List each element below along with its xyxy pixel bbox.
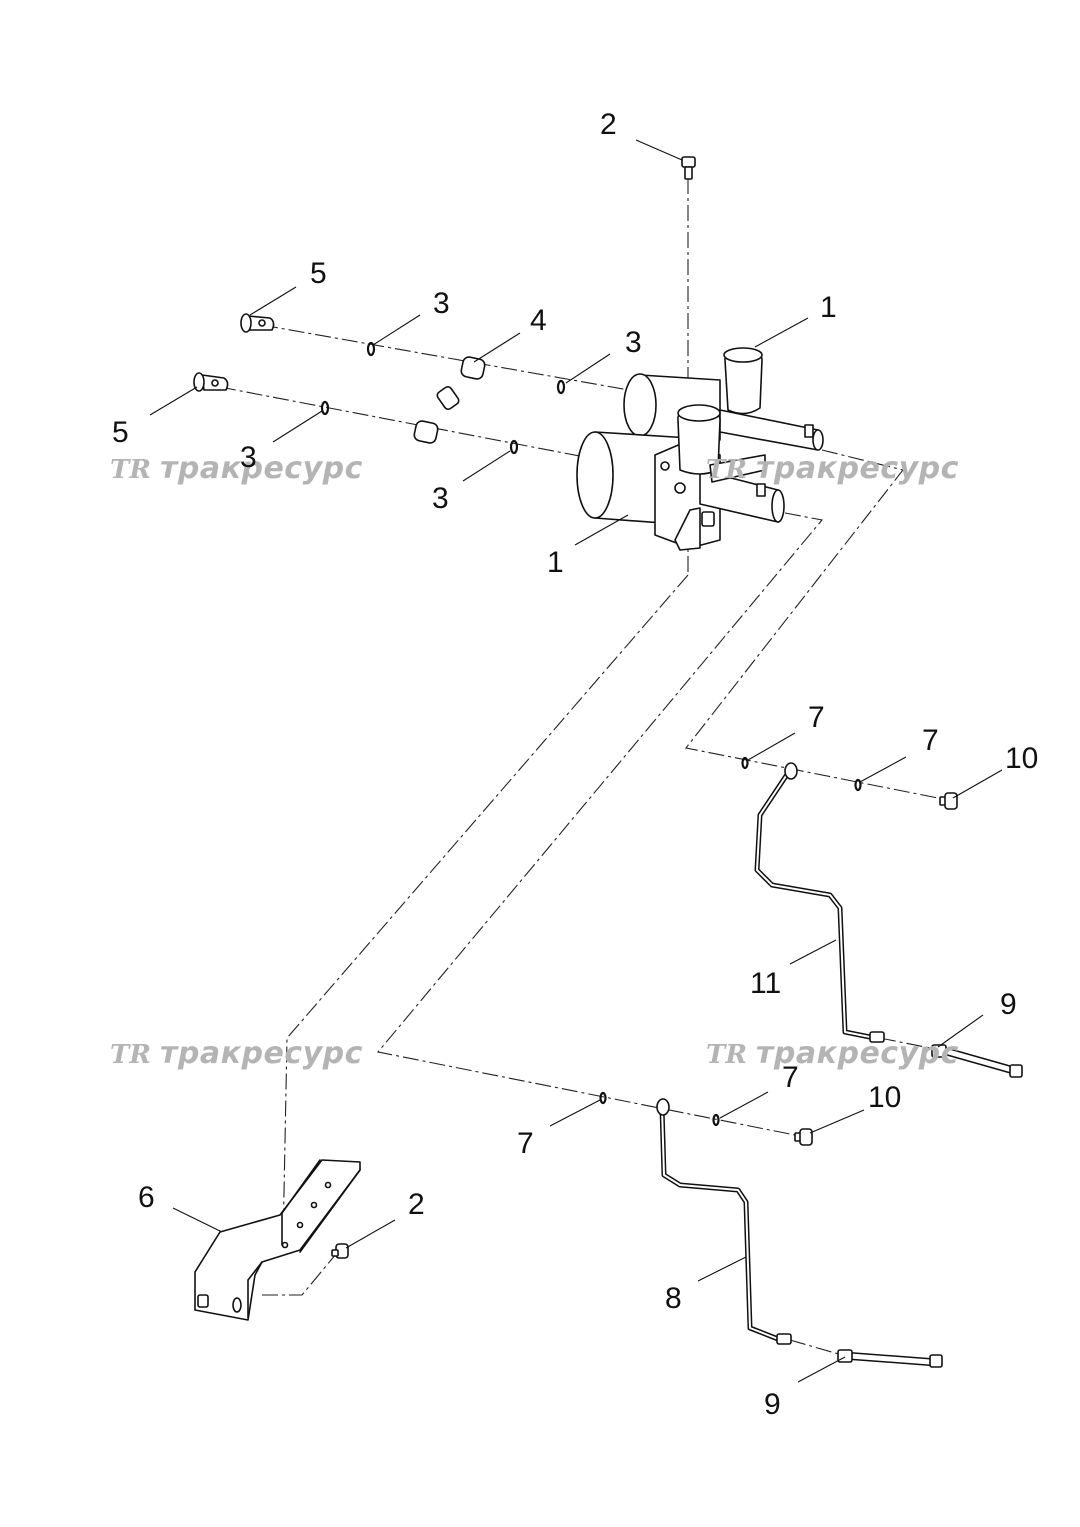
hose-lower xyxy=(837,1349,943,1368)
callout-link-rod: 4 xyxy=(530,304,547,337)
axis-hose-lower xyxy=(789,1339,843,1356)
callout-brake-chamber-lower: 1 xyxy=(547,546,564,579)
callout-labels: 2 5 3 4 3 1 5 3 3 1 7 7 10 11 9 7 10 7 6… xyxy=(112,108,1038,1421)
callout-pin-upper: 5 xyxy=(310,257,327,290)
watermark-top-left: TR тракресурс xyxy=(110,451,363,486)
banjo-bolt-lower xyxy=(794,1128,813,1146)
callout-bolt-bracket: 2 xyxy=(408,1188,425,1221)
watermark-bottom-right: TR тракресурс xyxy=(706,1036,959,1071)
pin-lower xyxy=(193,372,229,392)
washer-lower-left xyxy=(599,1091,607,1105)
axis-chamber-to-bracket xyxy=(282,574,689,1246)
watermark-logo: TR xyxy=(110,455,151,485)
watermark-logo: TR xyxy=(706,455,747,485)
watermark-logo: TR xyxy=(706,1040,747,1070)
bolt-top xyxy=(681,156,696,180)
pin-upper xyxy=(240,313,275,333)
oring-set xyxy=(320,341,566,455)
callout-bracket: 6 xyxy=(138,1181,155,1214)
axis-pin-upper xyxy=(261,324,641,393)
callout-oring-lower-right: 3 xyxy=(432,482,449,515)
brake-chamber-upper xyxy=(623,347,824,451)
oring-lower-right xyxy=(509,439,519,455)
axis-pin-lower xyxy=(219,386,591,459)
callout-hose-lower: 9 xyxy=(764,1388,781,1421)
axis-bracket-bolt xyxy=(262,1253,337,1296)
oring-upper-left xyxy=(366,341,376,357)
watermark-text: тракресурс xyxy=(756,451,959,486)
tube-lower xyxy=(656,1098,792,1345)
hose-upper xyxy=(931,1044,1023,1078)
axis-upper-port xyxy=(685,449,949,801)
washer-set xyxy=(599,756,862,1127)
brake-chamber-lower xyxy=(576,404,785,551)
callout-washer-upper-left: 7 xyxy=(808,701,825,734)
callout-oring-upper-right: 3 xyxy=(625,326,642,359)
callout-banjo-bolt-lower: 10 xyxy=(868,1081,901,1114)
callout-pin-lower: 5 xyxy=(112,416,129,449)
bolt-bracket xyxy=(331,1243,349,1259)
oring-lower-left xyxy=(320,400,330,416)
callout-banjo-bolt-upper: 10 xyxy=(1005,742,1038,775)
bracket xyxy=(194,1159,361,1321)
callout-tube-upper: 11 xyxy=(750,967,781,1000)
callout-oring-lower-left: 3 xyxy=(240,441,257,474)
banjo-bolt-upper xyxy=(939,792,958,810)
axis-lower-port xyxy=(376,512,824,1139)
washer-lower-right xyxy=(712,1113,720,1127)
callout-washer-upper-right: 7 xyxy=(922,724,939,757)
leader-lines xyxy=(149,139,1003,1383)
washer-upper-left xyxy=(741,756,749,770)
link-rod xyxy=(413,356,486,444)
watermark-bottom-left: TR тракресурс xyxy=(110,1036,363,1071)
callout-washer-lower-right: 7 xyxy=(782,1061,799,1094)
callout-tube-lower: 8 xyxy=(665,1282,682,1315)
watermark-logo: TR xyxy=(110,1040,151,1070)
axis-hose-upper xyxy=(879,1037,941,1051)
watermark-text: тракресурс xyxy=(160,1036,363,1071)
callout-bolt-top: 2 xyxy=(600,108,617,141)
callout-hose-upper: 9 xyxy=(1000,988,1017,1021)
tube-upper xyxy=(754,762,885,1043)
callout-oring-upper-left: 3 xyxy=(433,287,450,320)
watermark-text: тракресурс xyxy=(756,1036,959,1071)
callout-washer-lower-left: 7 xyxy=(517,1127,534,1160)
watermark-top-right: TR тракресурс xyxy=(706,451,959,486)
watermark-text: тракресурс xyxy=(160,451,363,486)
washer-upper-right xyxy=(854,778,862,792)
callout-brake-chamber-upper: 1 xyxy=(820,291,837,324)
oring-upper-right xyxy=(556,379,566,395)
